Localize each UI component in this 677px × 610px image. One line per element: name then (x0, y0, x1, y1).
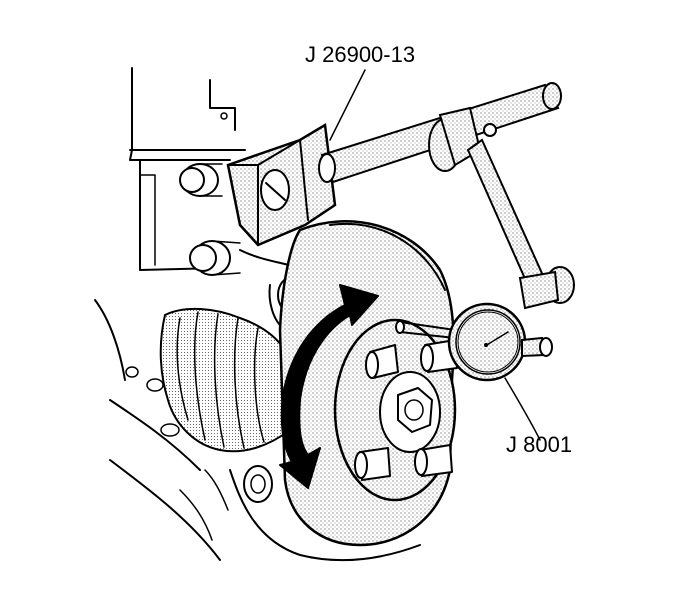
indicator-arm-link (466, 138, 575, 310)
lower-control-arm (94, 299, 229, 561)
bracket-bolt-lower (189, 240, 241, 276)
wheel-stud-3 (354, 447, 391, 481)
magnetic-base-tool (226, 122, 337, 247)
leader-line-j26900 (329, 69, 366, 141)
label-j8001: J 8001 (506, 432, 572, 457)
label-j26900-13: J 26900-13 (305, 42, 415, 67)
wheel-stud-1 (365, 344, 399, 379)
cv-boot (159, 307, 292, 453)
wheel-stud-4 (414, 444, 453, 477)
strut-bracket (129, 67, 246, 271)
dial-indicator-tool (395, 302, 553, 382)
bracket-bolt-upper (179, 163, 223, 197)
leader-line-j8001 (504, 377, 541, 441)
rotation-arrow-icon (279, 284, 379, 489)
